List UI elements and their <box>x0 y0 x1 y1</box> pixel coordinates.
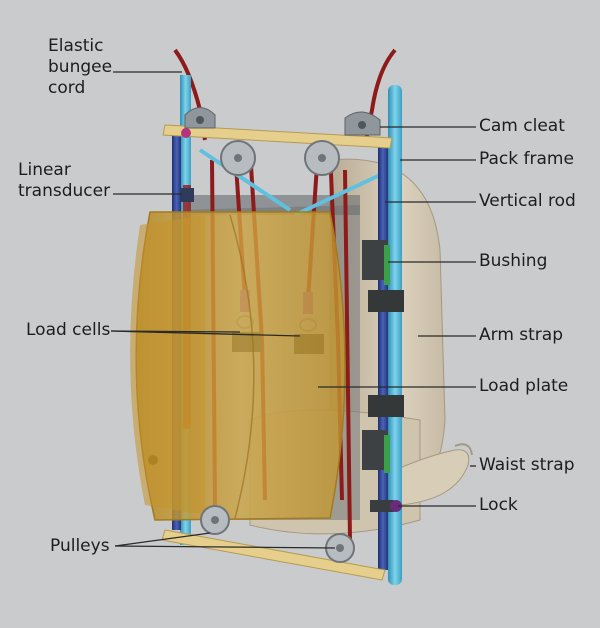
cam-cleats <box>181 107 381 138</box>
label-load-cells: Load cells <box>26 320 111 340</box>
load-plate <box>130 211 346 521</box>
label-load-plate: Load plate <box>479 376 569 396</box>
label-arm-strap: Arm strap <box>479 325 564 345</box>
label-lock: Lock <box>479 495 518 515</box>
bushings <box>362 240 404 473</box>
bottom-pulleys <box>200 505 355 563</box>
bottom-crossbar <box>161 529 386 581</box>
label-linear-transducer: Linear transducer <box>18 160 111 201</box>
leader-pulleys-a <box>114 532 211 547</box>
leader-load-cells-b <box>110 330 241 333</box>
label-cam-cleat: Cam cleat <box>479 116 565 136</box>
label-bushing: Bushing <box>479 251 548 271</box>
label-waist-strap: Waist strap <box>479 455 575 475</box>
top-pulleys <box>220 140 340 176</box>
label-vertical-rod: Vertical rod <box>479 191 576 211</box>
lock <box>370 500 402 512</box>
label-elastic-bungee-cord: Elastic bungee cord <box>48 36 113 98</box>
leader-lines <box>110 71 476 549</box>
label-pack-frame: Pack frame <box>479 149 574 169</box>
label-pulleys: Pulleys <box>50 536 110 556</box>
top-crossbar <box>162 124 393 149</box>
leader-pulleys-b <box>114 545 336 549</box>
